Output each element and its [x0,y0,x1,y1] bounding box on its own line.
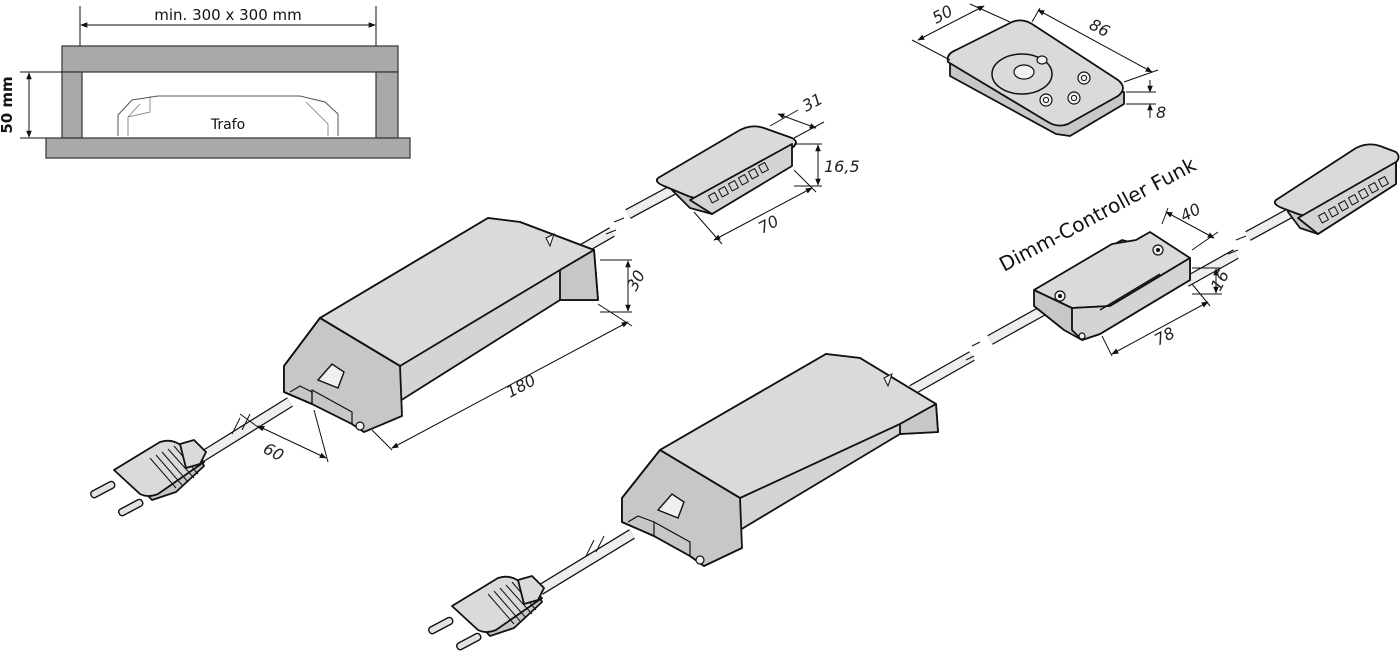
dimmer-depth-label: 40 [1177,199,1204,225]
cabinet-left-side [61,71,83,139]
distributor-depth-label: 31 [799,89,826,115]
cabinet-cutout-diagram: Trafo min. 300 x 300 mm 50 mm [0,6,411,159]
remote-thickness-label: 8 [1156,103,1166,122]
cabinet-bottom-board [45,137,411,159]
left-trafo-set: 31 16,5 70 [90,89,860,517]
euro-plug-right [428,575,545,651]
distributor-length-label: 70 [755,211,782,237]
trafo-label: Trafo [210,117,245,133]
radio-remote-control [946,19,1125,137]
dimmer-controller [1033,231,1191,341]
trafo-outline [117,95,339,136]
trafo-height-label: 30 [623,267,649,294]
dimmer-length-label: 78 [1151,323,1178,349]
cabinet-right-side [375,71,399,139]
led-distributor-right [1183,143,1400,287]
transformer-left [283,217,599,433]
remote-length-label: 86 [1086,15,1113,41]
euro-plug-left [90,439,207,517]
distributor-height-label: 16,5 [824,157,860,176]
cutout-width-label: min. 300 x 300 mm [154,6,302,24]
led-distributor-left [655,125,797,215]
remote-width-label: 50 [929,1,956,27]
trafo-cable-clearance-label: 60 [260,439,287,465]
transformer-right [621,353,939,567]
cabinet-top-board [61,45,399,73]
trafo-length-label: 180 [503,370,539,401]
cutout-height-label: 50 mm [0,76,16,133]
